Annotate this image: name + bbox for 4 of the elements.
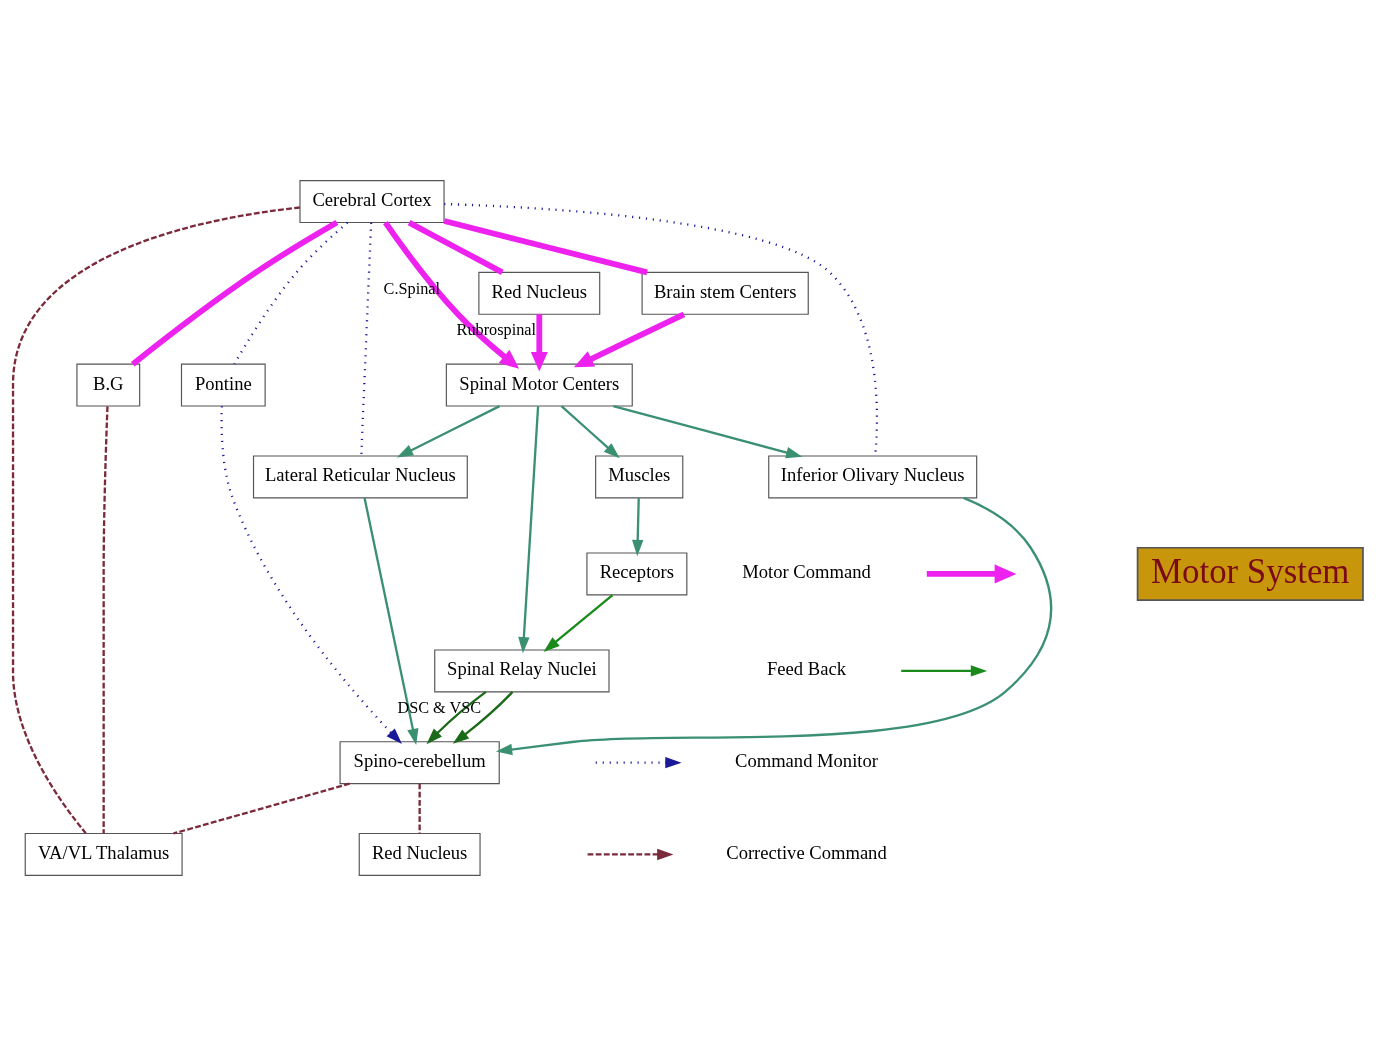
legend-label: Motor Command — [742, 560, 871, 582]
legend-label: Corrective Command — [726, 841, 887, 863]
legend-label: Feed Back — [767, 657, 846, 679]
legend-label: Command Monitor — [735, 749, 878, 771]
